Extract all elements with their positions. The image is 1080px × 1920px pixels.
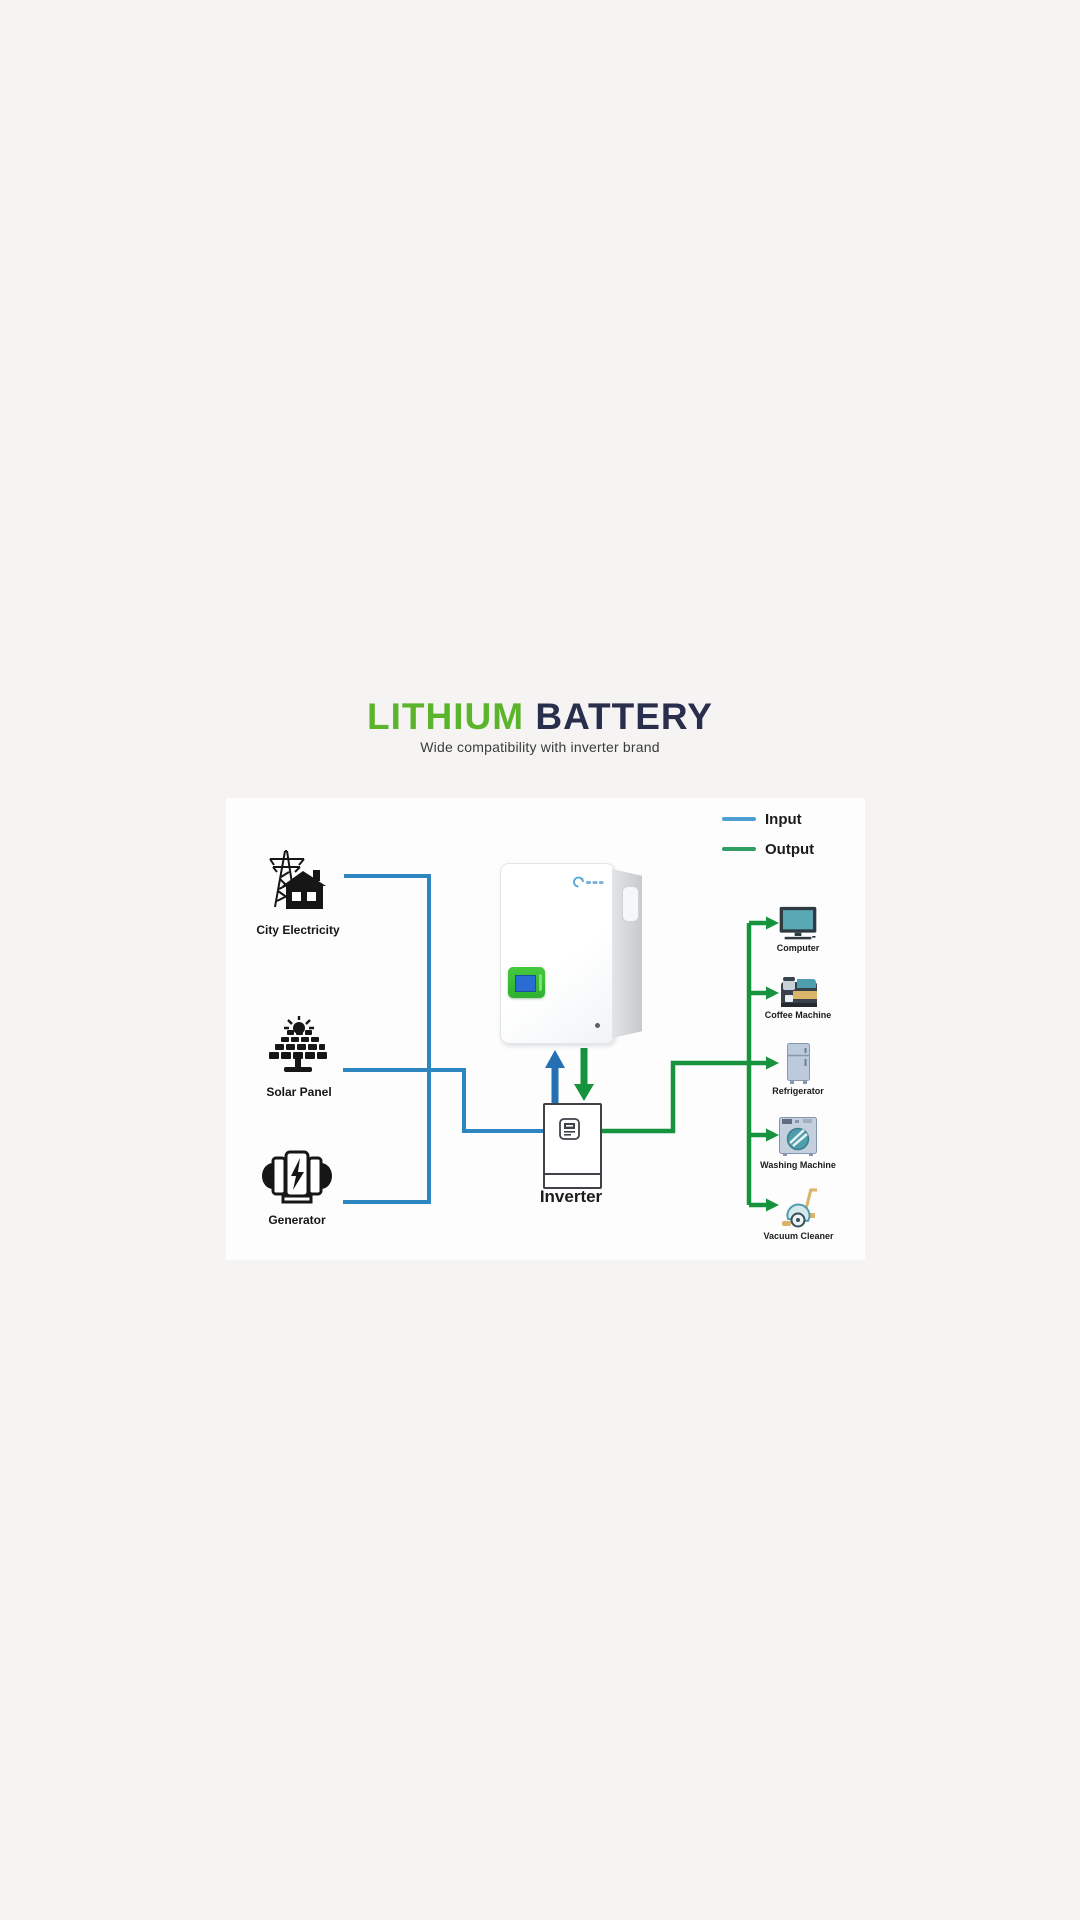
- charge-arrow-up: [545, 1050, 565, 1103]
- generator-icon: [262, 1150, 332, 1204]
- battery-unit: [500, 863, 615, 1044]
- refrigerator-label: Refrigerator: [772, 1086, 824, 1096]
- battery-brand-logo-icon: [573, 876, 604, 888]
- heading-block: LITHIUM BATTERY Wide compatibility with …: [0, 697, 1080, 756]
- input-lines: [343, 874, 543, 1204]
- vacuum-cleaner-icon: [782, 1188, 817, 1228]
- legend-input-row: Input: [722, 810, 814, 828]
- inverter-panel-divider: [545, 1173, 600, 1175]
- inverter-box: [543, 1103, 602, 1189]
- washing-machine-icon: [779, 1117, 817, 1156]
- battery-indicator-dot: [595, 1023, 600, 1028]
- battery-lcd: [515, 975, 536, 992]
- input-line-swatch: [722, 817, 756, 821]
- battery-screen-button: [539, 974, 542, 991]
- discharge-arrow-down: [574, 1048, 594, 1101]
- legend-output-row: Output: [722, 840, 814, 858]
- title-word-lithium: LITHIUM: [367, 696, 525, 737]
- title-word-battery: BATTERY: [535, 696, 713, 737]
- output-lines: [598, 920, 767, 1208]
- page-title: LITHIUM BATTERY: [0, 697, 1080, 737]
- solar-panel-label: Solar Panel: [266, 1085, 332, 1099]
- diagram-panel: Input Output City Electricity: [226, 798, 865, 1260]
- solar-panel-icon: [269, 1016, 327, 1072]
- inverter-display-icon: [559, 1118, 580, 1140]
- city-electricity-label: City Electricity: [256, 923, 340, 937]
- legend: Input Output: [722, 810, 814, 858]
- generator-label: Generator: [268, 1213, 326, 1227]
- battery-display-screen: [508, 967, 545, 998]
- output-line-swatch: [722, 847, 756, 851]
- battery-handle: [622, 886, 639, 922]
- power-grid-icon: [269, 850, 326, 909]
- output-arrowheads: [766, 916, 779, 1212]
- legend-output-label: Output: [765, 840, 815, 858]
- washing-machine-label: Washing Machine: [760, 1160, 836, 1170]
- refrigerator-icon: [787, 1043, 810, 1084]
- computer-icon: [779, 906, 817, 940]
- legend-input-label: Input: [765, 810, 802, 828]
- coffee-machine-icon: [781, 977, 817, 1007]
- inverter-label: Inverter: [539, 1187, 603, 1206]
- connection-lines: [343, 874, 779, 1212]
- computer-label: Computer: [776, 943, 820, 953]
- vacuum-cleaner-label: Vacuum Cleaner: [763, 1231, 834, 1241]
- page-subtitle: Wide compatibility with inverter brand: [420, 739, 660, 755]
- coffee-machine-label: Coffee Machine: [764, 1010, 832, 1020]
